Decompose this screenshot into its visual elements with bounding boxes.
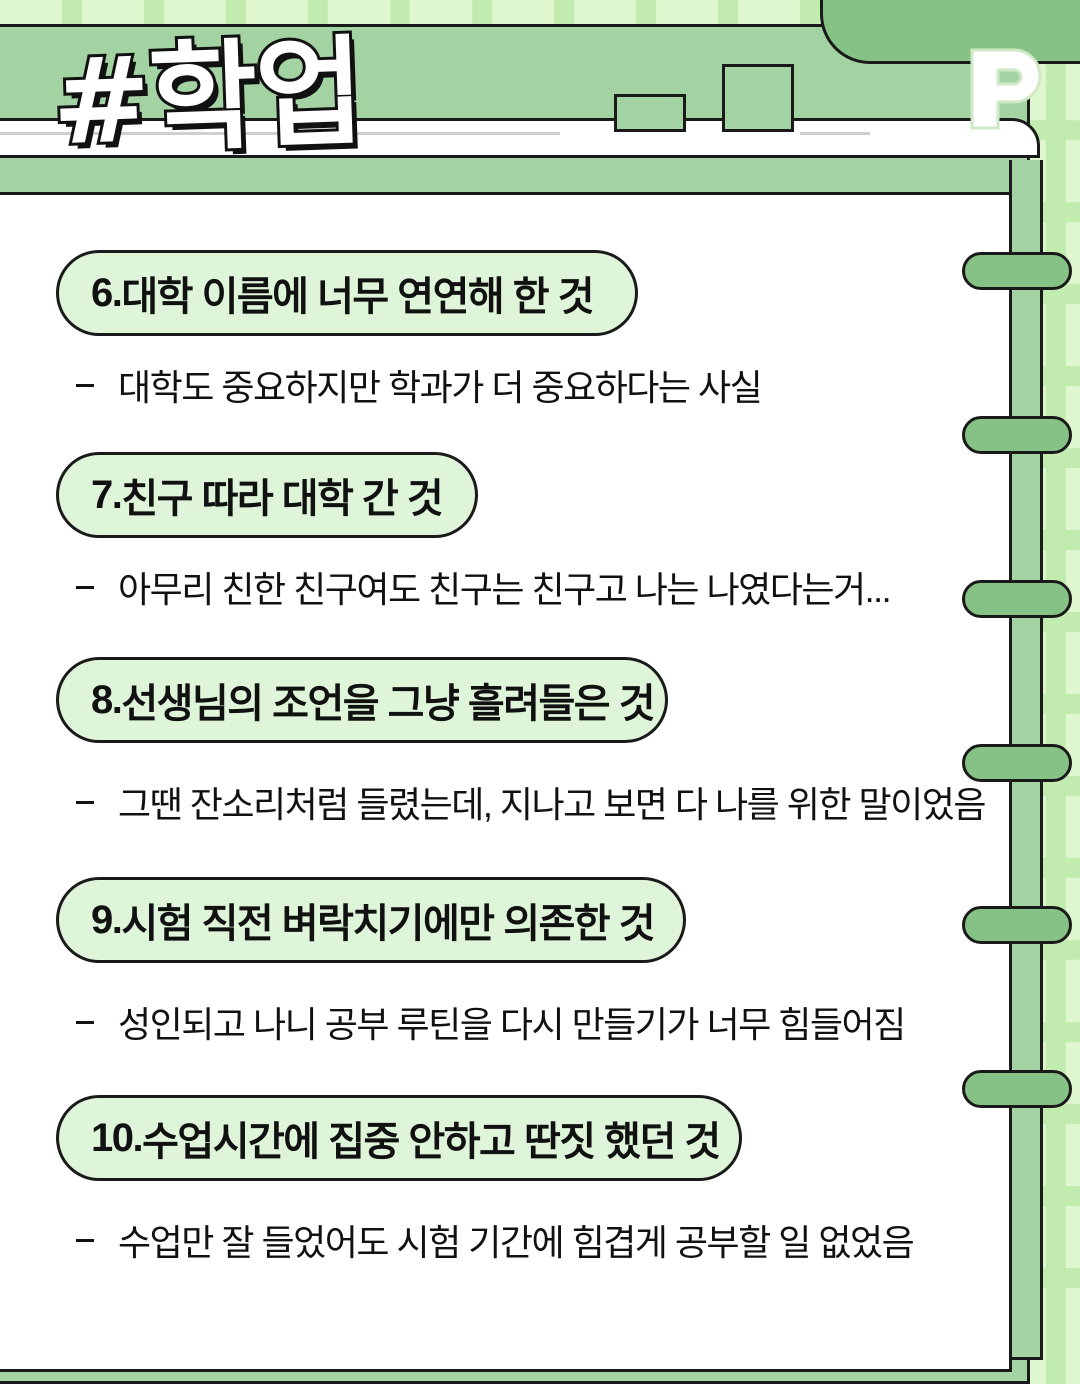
item-description: 아무리 친한 친구여도 친구는 친구고 나는 나였다는거... [76, 562, 892, 612]
item-heading-pill: 7.친구 따라 대학 간 것 [56, 452, 478, 538]
item-number: 8. [91, 677, 123, 722]
binder-ring [962, 906, 1072, 944]
item-heading: 수업시간에 집중 안하고 딴짓 했던 것 [142, 1120, 721, 1164]
item-heading-pill: 6.대학 이름에 너무 연연해 한 것 [56, 250, 638, 336]
item-description: 그땐 잔소리처럼 들렸는데, 지나고 보면 다 나를 위한 말이었음 [76, 777, 987, 827]
item-heading: 시험 직전 벼락치기에만 의존한 것 [121, 902, 655, 946]
decor-box-small [614, 94, 686, 132]
item-description: 성인되고 나니 공부 루틴을 다시 만들기가 너무 힘들어짐 [76, 997, 906, 1047]
item-number: 10. [91, 1115, 144, 1160]
item-description: 대학도 중요하지만 학과가 더 중요하다는 사실 [76, 360, 763, 410]
dash-icon [76, 585, 94, 589]
item-heading: 대학 이름에 너무 연연해 한 것 [121, 275, 594, 319]
item-heading: 친구 따라 대학 간 것 [121, 477, 443, 521]
item-number: 7. [91, 472, 123, 517]
item-number: 6. [91, 270, 123, 315]
item-heading: 선생님의 조언을 그냥 흘려들은 것 [121, 682, 655, 726]
dash-icon [76, 1020, 94, 1024]
dash-icon [76, 800, 94, 804]
binder-ring [962, 416, 1072, 454]
decor-box-tall [722, 64, 794, 132]
binder-ring [962, 252, 1072, 290]
item-heading-pill: 10.수업시간에 집중 안하고 딴짓 했던 것 [56, 1095, 742, 1181]
item-heading-pill: 8.선생님의 조언을 그냥 흘려들은 것 [56, 657, 668, 743]
header-line [0, 132, 560, 135]
page-title: #학업 [47, 20, 368, 175]
item-description: 수업만 잘 들었어도 시험 기간에 힘겹게 공부할 일 없었음 [76, 1215, 915, 1265]
binder-ring [962, 1070, 1072, 1108]
notebook-top-tab [820, 0, 1080, 64]
header-strip [0, 118, 1040, 158]
binder-ring [962, 744, 1072, 782]
dash-icon [76, 383, 94, 387]
p-logo-icon [970, 48, 1042, 130]
binder-ring [962, 580, 1072, 618]
item-heading-pill: 9.시험 직전 벼락치기에만 의존한 것 [56, 877, 686, 963]
dash-icon [76, 1238, 94, 1242]
header-line [800, 132, 870, 135]
item-number: 9. [91, 897, 123, 942]
